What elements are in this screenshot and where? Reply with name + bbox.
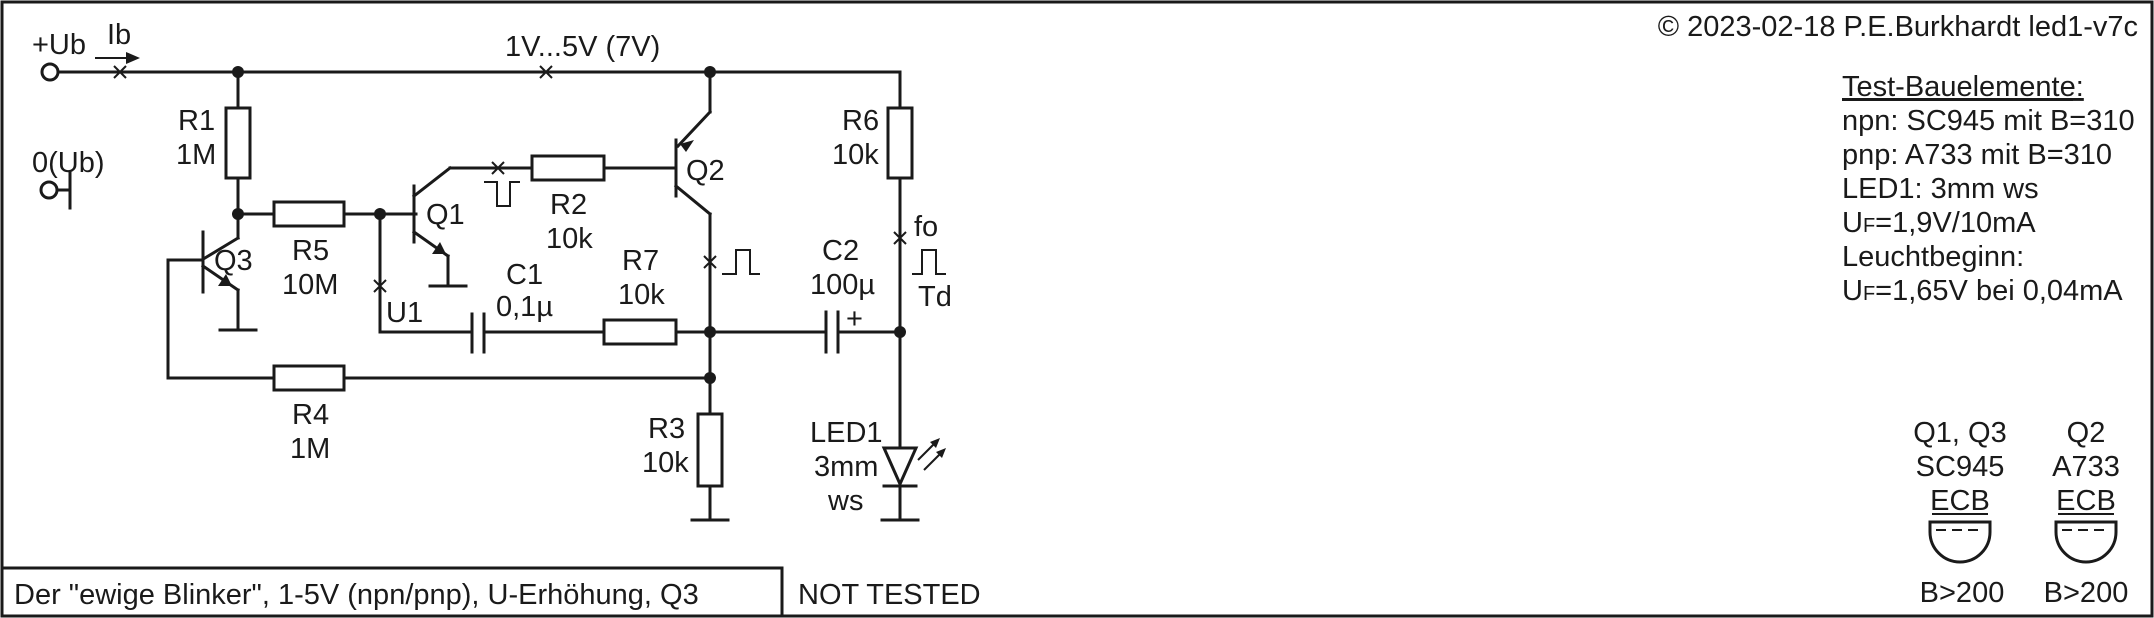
to92-outline [2054, 520, 2118, 564]
test-parts-heading: Test-Bauelemente: [1842, 71, 2084, 103]
led1-size: 3mm [814, 451, 878, 483]
r1-resistor [224, 70, 252, 216]
supply-rail [40, 52, 902, 110]
r7-resistor [602, 318, 712, 346]
package-pinout: ECB [2056, 485, 2116, 517]
plus-ub-terminal [40, 62, 60, 82]
package-q2: Q2 A733 ECB B>200 [2044, 417, 2129, 609]
td-label: Td [918, 281, 952, 313]
package-gain: B>200 [1920, 577, 2005, 609]
c2-name: C2 [822, 235, 859, 267]
ground-label: 0(Ub) [32, 147, 105, 179]
q3-transistor [166, 212, 258, 380]
junctions [232, 66, 906, 384]
supply-voltage-label: 1V...5V (7V) [505, 31, 660, 63]
r2-resistor [484, 154, 678, 207]
r6-resistor [886, 106, 946, 450]
footer-status: NOT TESTED [798, 579, 981, 611]
led1-diode [880, 438, 946, 522]
r2-value: 10k [546, 223, 593, 255]
package-q1-q3: Q1, Q3 SC945 ECB B>200 [1913, 417, 2007, 609]
q1-name: Q1 [426, 199, 465, 231]
plus-ub-label: +Ub [32, 29, 86, 61]
ib-label: Ib [107, 19, 131, 51]
package-gain: B>200 [2044, 577, 2129, 609]
c2-polarity: + [846, 303, 863, 335]
c1-name: C1 [506, 259, 543, 291]
r5-value: 10M [282, 269, 338, 301]
test-parts-line-npn: npn: SC945 mit B=310 [1842, 105, 2135, 137]
test-parts-line-led: LED1: 3mm ws [1842, 173, 2039, 205]
ground-terminal [39, 170, 72, 210]
r4-name: R4 [292, 399, 329, 431]
r5-name: R5 [292, 235, 329, 267]
r3-value: 10k [642, 447, 689, 479]
package-name: Q2 [2067, 417, 2106, 449]
r1-name: R1 [178, 105, 215, 137]
r7-value: 10k [618, 279, 665, 311]
r3-name: R3 [648, 413, 685, 445]
package-name: Q1, Q3 [1913, 417, 2007, 449]
r1-value: 1M [176, 139, 216, 171]
c2-capacitor [708, 310, 902, 354]
led1-name: LED1 [810, 417, 883, 449]
package-type: SC945 [1916, 451, 2005, 483]
package-type: A733 [2052, 451, 2120, 483]
r3-resistor [696, 412, 724, 488]
fo-label: fo [914, 211, 938, 243]
c1-value: 0,1µ [496, 291, 553, 323]
c2-value: 100µ [810, 269, 875, 301]
q2-name: Q2 [686, 155, 725, 187]
q3-name: Q3 [214, 245, 253, 277]
footer-title-block [0, 566, 784, 618]
to92-outline [1928, 520, 1992, 564]
led1-color: ws [827, 485, 863, 517]
u1-label: U1 [386, 297, 423, 329]
test-parts-onset-label: Leuchtbeginn: [1842, 241, 2024, 273]
r4-value: 1M [290, 433, 330, 465]
r2-name: R2 [550, 189, 587, 221]
r6-name: R6 [842, 105, 879, 137]
c1-capacitor [378, 312, 606, 354]
copyright-text: © 2023-02-18 P.E.Burkhardt led1-v7c [1658, 11, 2138, 43]
package-pinout: ECB [1930, 485, 1990, 517]
footer-title: Der "ewige Blinker", 1-5V (npn/pnp), U-E… [14, 579, 699, 611]
r7-name: R7 [622, 245, 659, 277]
test-parts-line-pnp: pnp: A733 mit B=310 [1842, 139, 2112, 171]
test-parts-block: Test-Bauelemente: npn: SC945 mit B=310 p… [1842, 71, 2135, 307]
test-parts-uf-rated: UF=1,9V/10mA [1842, 207, 2036, 239]
test-parts-uf-onset: UF=1,65V bei 0,04mA [1842, 275, 2123, 307]
r6-value: 10k [832, 139, 879, 171]
r4-resistor [166, 364, 712, 392]
